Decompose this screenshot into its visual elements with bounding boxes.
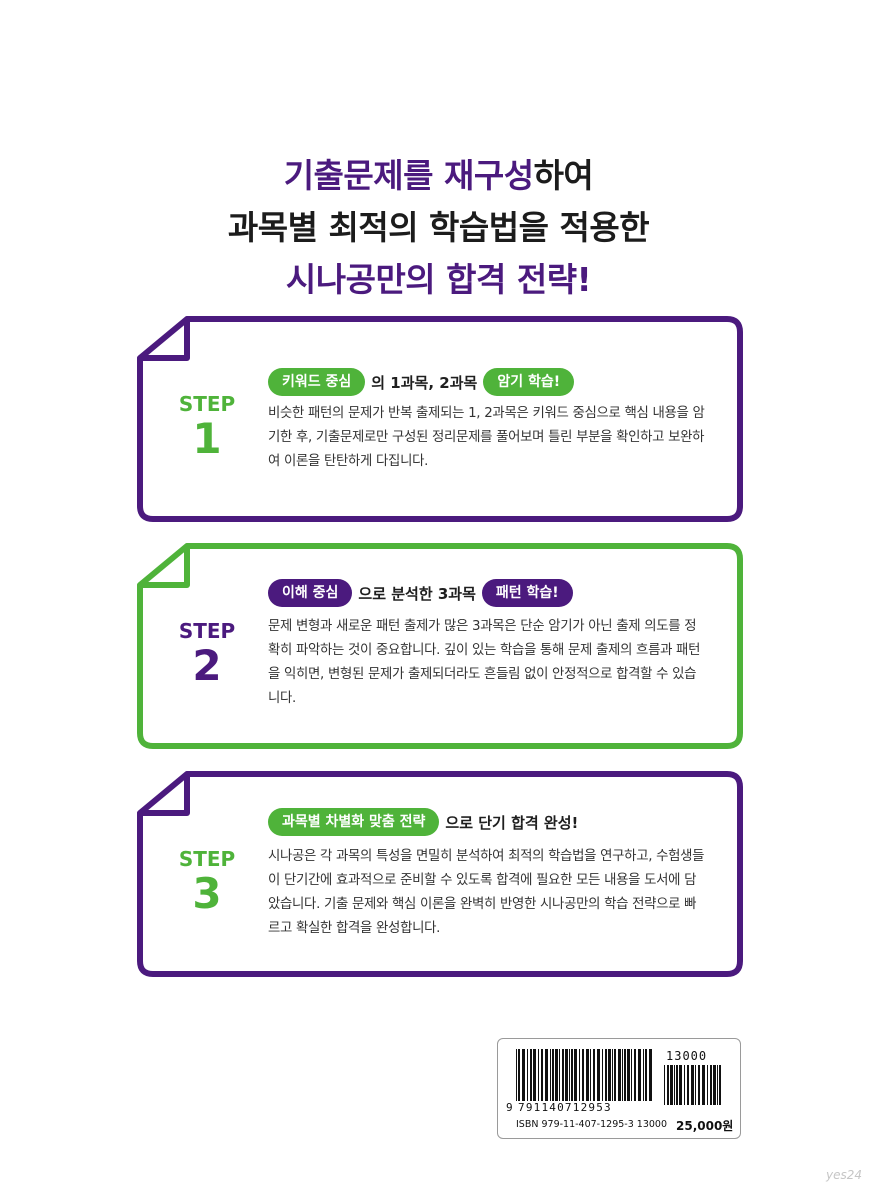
barcode-bar — [627, 1049, 630, 1101]
barcode-bar — [590, 1049, 591, 1101]
barcode-bar — [516, 1049, 517, 1101]
barcode-box: 13000 9 791140712953 ISBN 979-11-407-129… — [497, 1038, 741, 1139]
barcode-bar — [691, 1065, 694, 1105]
barcode-bar — [527, 1049, 528, 1101]
barcode-bar — [687, 1065, 689, 1105]
step-1-subtitle: 키워드 중심 의 1과목, 2과목 암기 학습! — [268, 368, 575, 396]
step-1-pill-method: 암기 학습! — [483, 368, 575, 396]
step-1-card: STEP 1 키워드 중심 의 1과목, 2과목 암기 학습! 비슷한 패턴의 … — [137, 316, 743, 522]
barcode-bar — [530, 1049, 532, 1101]
step-1-subtitle-mid: 의 1과목, 2과목 — [371, 373, 478, 392]
barcode-bar — [614, 1049, 616, 1101]
barcode-bar — [579, 1049, 580, 1101]
barcode-bar — [541, 1049, 543, 1101]
step-1-label: STEP 1 — [137, 392, 277, 462]
barcode-bar — [555, 1049, 558, 1101]
barcode-bar — [710, 1065, 712, 1105]
barcode-bar — [717, 1065, 718, 1105]
step-2-word: STEP — [178, 619, 236, 643]
barcode-bar — [707, 1065, 708, 1105]
step-3-pill-strategy: 과목별 차별화 맞춤 전략 — [268, 808, 440, 836]
barcode-bar — [676, 1065, 678, 1105]
price-text: 25,000원 — [676, 1119, 734, 1133]
barcode-bars — [516, 1049, 721, 1105]
step-3-number: 3 — [192, 869, 222, 918]
step-3-label: STEP 3 — [137, 847, 277, 917]
barcode-bar — [664, 1065, 665, 1105]
barcode-bar — [552, 1049, 554, 1101]
barcode-bar — [550, 1049, 551, 1101]
barcode-bar — [634, 1049, 636, 1101]
step-3-word: STEP — [178, 847, 236, 871]
barcode-first-digit: 9 — [506, 1101, 513, 1114]
barcode-bar — [674, 1065, 675, 1105]
step-2-subtitle: 이해 중심 으로 분석한 3과목 패턴 학습! — [268, 579, 573, 607]
barcode-bar — [702, 1065, 705, 1105]
barcode-bar — [545, 1049, 548, 1101]
barcode-bar — [518, 1049, 520, 1101]
headline-highlight: 기출문제를 재구성 — [283, 156, 534, 195]
barcode-bar — [582, 1049, 584, 1101]
barcode-bar — [638, 1049, 641, 1101]
isbn-text: ISBN 979-11-407-1295-3 13000 — [516, 1119, 668, 1130]
barcode-bar — [645, 1049, 647, 1101]
barcode-bar — [565, 1049, 568, 1101]
barcode-bar — [713, 1065, 716, 1105]
barcode-bar — [670, 1065, 673, 1105]
step-2-subtitle-mid: 으로 분석한 3과목 — [358, 584, 476, 603]
step-3-description: 시나공은 각 과목의 특성을 면밀히 분석하여 최적의 학습법을 연구하고, 수… — [268, 849, 705, 936]
headline: 기출문제를 재구성하여 과목별 최적의 학습법을 적용한 시나공만의 합격 전략… — [0, 150, 877, 306]
barcode-bar — [533, 1049, 536, 1101]
barcode-bar — [608, 1049, 611, 1101]
headline-line-3: 시나공만의 합격 전략! — [285, 260, 592, 299]
barcode-bar — [695, 1065, 696, 1105]
barcode-bar — [649, 1049, 652, 1101]
headline-line-2: 과목별 최적의 학습법을 적용한 — [227, 208, 650, 247]
step-3-card: STEP 3 과목별 차별화 맞춤 전략 으로 단기 합격 완성! 시나공은 각… — [137, 771, 743, 977]
watermark-logo: yes24 — [826, 1168, 863, 1182]
headline-line-1: 기출문제를 재구성하여 — [283, 156, 594, 195]
barcode-bar — [618, 1049, 621, 1101]
barcode-bar — [597, 1049, 600, 1101]
barcode-bar — [698, 1065, 700, 1105]
barcode-bar — [612, 1049, 613, 1101]
barcode-bar — [562, 1049, 564, 1101]
barcode-bar — [624, 1049, 626, 1101]
step-2-card: STEP 2 이해 중심 으로 분석한 3과목 패턴 학습! 문제 변형과 새로… — [137, 543, 743, 749]
step-2-description: 문제 변형과 새로운 패턴 출제가 많은 3과목은 단순 암기가 아닌 출제 의… — [268, 619, 701, 706]
barcode-digits: 791140712953 — [518, 1101, 612, 1114]
barcode-bar — [574, 1049, 577, 1101]
step-1-pill-keyword: 키워드 중심 — [268, 368, 366, 396]
step-1-word: STEP — [178, 392, 236, 416]
step-1-description: 비슷한 패턴의 문제가 반복 출제되는 1, 2과목은 키워드 중심으로 핵심 … — [268, 406, 705, 469]
step-2-pill-understanding: 이해 중심 — [268, 579, 353, 607]
step-2-number: 2 — [192, 641, 222, 690]
step-2-pill-pattern: 패턴 학습! — [481, 579, 573, 607]
barcode-bar — [569, 1049, 570, 1101]
barcode-bar — [593, 1049, 595, 1101]
barcode-bar — [631, 1049, 632, 1101]
barcode-bar — [667, 1065, 669, 1105]
barcode-bar — [719, 1065, 721, 1105]
barcode-bar — [684, 1065, 685, 1105]
step-3-subtitle-mid: 으로 단기 합격 완성! — [445, 813, 579, 832]
barcode-bar — [622, 1049, 623, 1101]
barcode-bar — [602, 1049, 603, 1101]
barcode-bar — [679, 1065, 682, 1105]
barcode-bar — [586, 1049, 589, 1101]
barcode-bar — [538, 1049, 539, 1101]
barcode-bar — [605, 1049, 607, 1101]
barcode-bar — [643, 1049, 644, 1101]
barcode-bar — [559, 1049, 560, 1101]
step-1-number: 1 — [192, 414, 222, 463]
barcode-bar — [522, 1049, 525, 1101]
step-2-label: STEP 2 — [137, 619, 277, 689]
barcode-addon: 13000 — [666, 1049, 708, 1063]
step-3-subtitle: 과목별 차별화 맞춤 전략 으로 단기 합격 완성! — [268, 808, 578, 836]
barcode-bar — [571, 1049, 573, 1101]
